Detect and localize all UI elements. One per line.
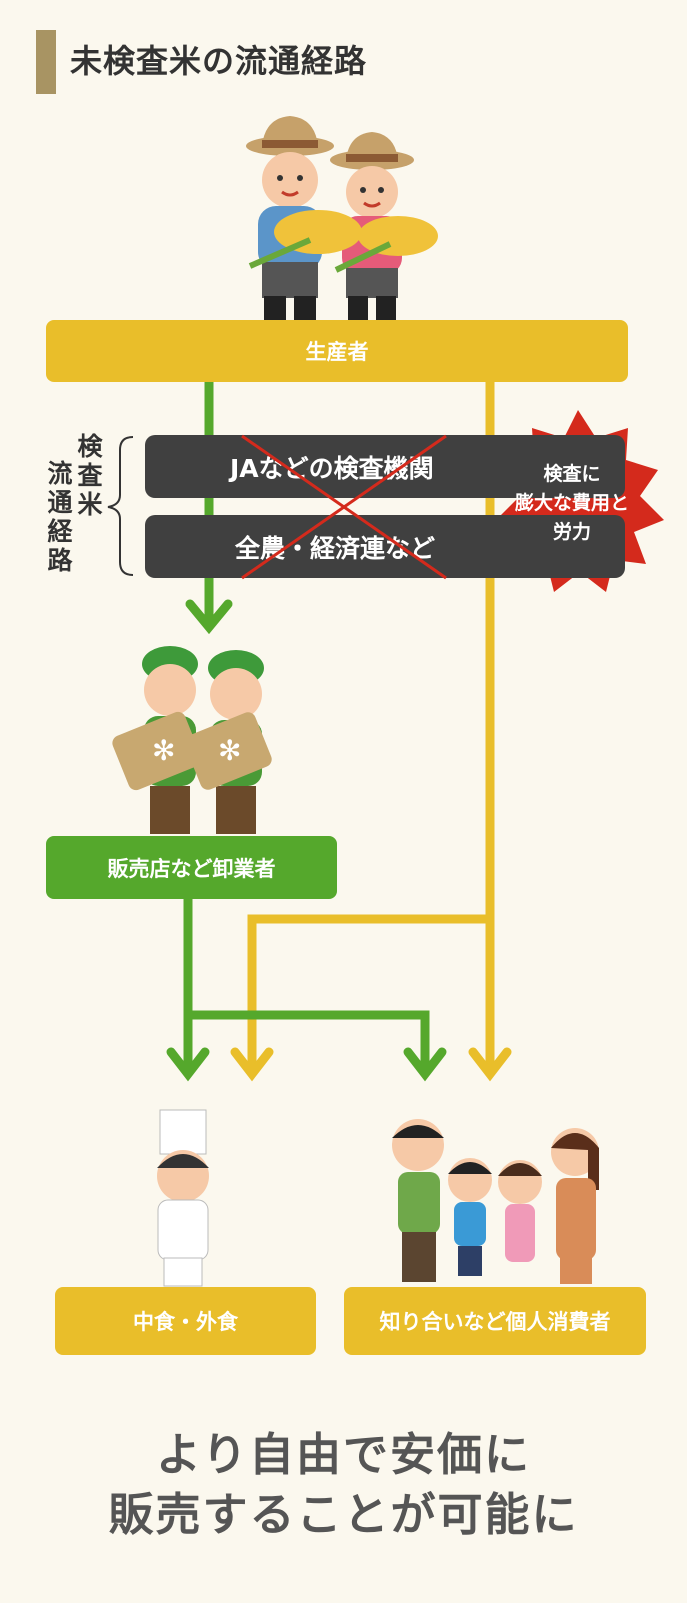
- retailer-label: 販売店など卸業者: [107, 856, 276, 881]
- cross-line-2: [241, 434, 447, 580]
- green-arrow-retailer-to-consumer: [188, 1010, 430, 1072]
- svg-text:✻: ✻: [152, 734, 175, 767]
- cost-burst-text: 検査に 膨大な費用と 労力: [487, 460, 657, 547]
- chef-illustration: [157, 1109, 209, 1287]
- retail-workers-illustration: ✻ ✻: [112, 646, 272, 834]
- producer-label: 生産者: [305, 340, 369, 364]
- food-service-label: 中食・外食: [133, 1310, 238, 1334]
- green-arrowhead-food: [166, 1047, 210, 1082]
- consumer-label: 知り合いなど個人消費者: [379, 1310, 611, 1334]
- conclusion-line-1: より自由で安価に: [155, 1428, 532, 1481]
- food-service-box: 中食・外食: [55, 1287, 316, 1355]
- route-label-distribution: 流通経路: [44, 460, 73, 576]
- green-arrowhead-consumer: [403, 1047, 447, 1082]
- route-label-inspected: 検査米: [74, 433, 103, 520]
- zennoh-box: 全農・経済連など: [145, 515, 625, 578]
- yellow-arrow-producer-to-food: [247, 914, 490, 1072]
- burst-line-1: 検査に: [543, 463, 601, 485]
- burst-line-3: 労力: [552, 521, 591, 543]
- title-accent-bar: [36, 30, 56, 94]
- conclusion-line-2: 販売することが可能に: [108, 1488, 579, 1541]
- retailer-box: 販売店など卸業者: [46, 836, 337, 899]
- farmers-illustration: [246, 116, 438, 320]
- page-title: 未検査米の流通経路: [70, 42, 368, 80]
- yellow-arrowhead-food: [230, 1047, 274, 1082]
- family-illustration: [392, 1119, 599, 1284]
- route-bracket: [107, 436, 134, 576]
- green-arrowhead-1: [185, 599, 233, 635]
- burst-line-2: 膨大な費用と: [514, 492, 629, 514]
- svg-text:✻: ✻: [218, 734, 241, 767]
- producer-box: 生産者: [46, 320, 628, 382]
- consumer-box: 知り合いなど個人消費者: [344, 1287, 646, 1355]
- yellow-arrowhead-consumer: [468, 1047, 512, 1082]
